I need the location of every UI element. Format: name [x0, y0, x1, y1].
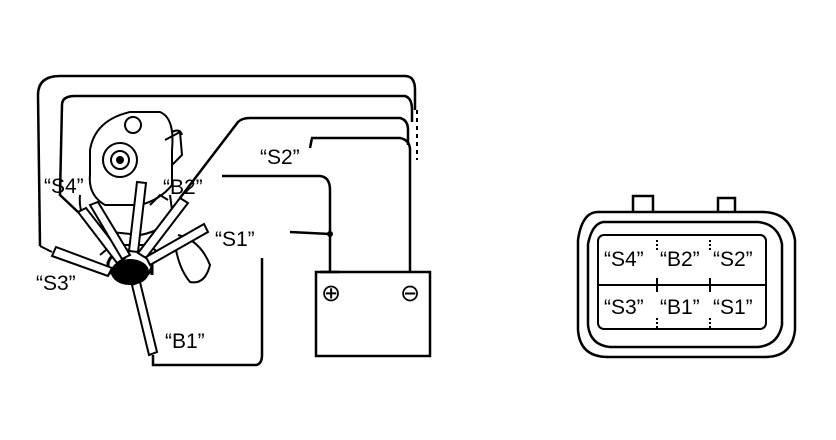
label-s3: “S3”: [36, 272, 76, 295]
connector-label-s2: “S2”: [713, 248, 753, 271]
test-probe-s4b: [88, 200, 132, 261]
test-probe-b1: [130, 280, 159, 357]
wire-junction-dot: [327, 231, 333, 237]
connector-label-s1: “S1”: [713, 296, 753, 319]
connector-terminal-divider: [597, 240, 767, 328]
connector-label-s3: “S3”: [604, 296, 644, 319]
battery-positive-terminal-icon: ⊕: [321, 279, 341, 307]
connector-label-b1: “B1”: [660, 296, 700, 319]
label-b1: “B1”: [165, 330, 205, 353]
connector-label-b2: “B2”: [660, 248, 700, 271]
label-s2: “S2”: [260, 146, 300, 169]
label-s4: “S4”: [44, 175, 84, 198]
label-s1: “S1”: [215, 228, 255, 251]
label-b2: “B2”: [163, 176, 203, 199]
test-probe-s3: [39, 245, 114, 278]
connector: [576, 194, 797, 359]
test-probe-s1: [144, 222, 210, 267]
battery: [314, 270, 432, 358]
battery-negative-terminal-icon: ⊖: [400, 279, 420, 307]
wires: [36, 74, 418, 367]
connector-label-s4: “S4”: [604, 248, 644, 271]
